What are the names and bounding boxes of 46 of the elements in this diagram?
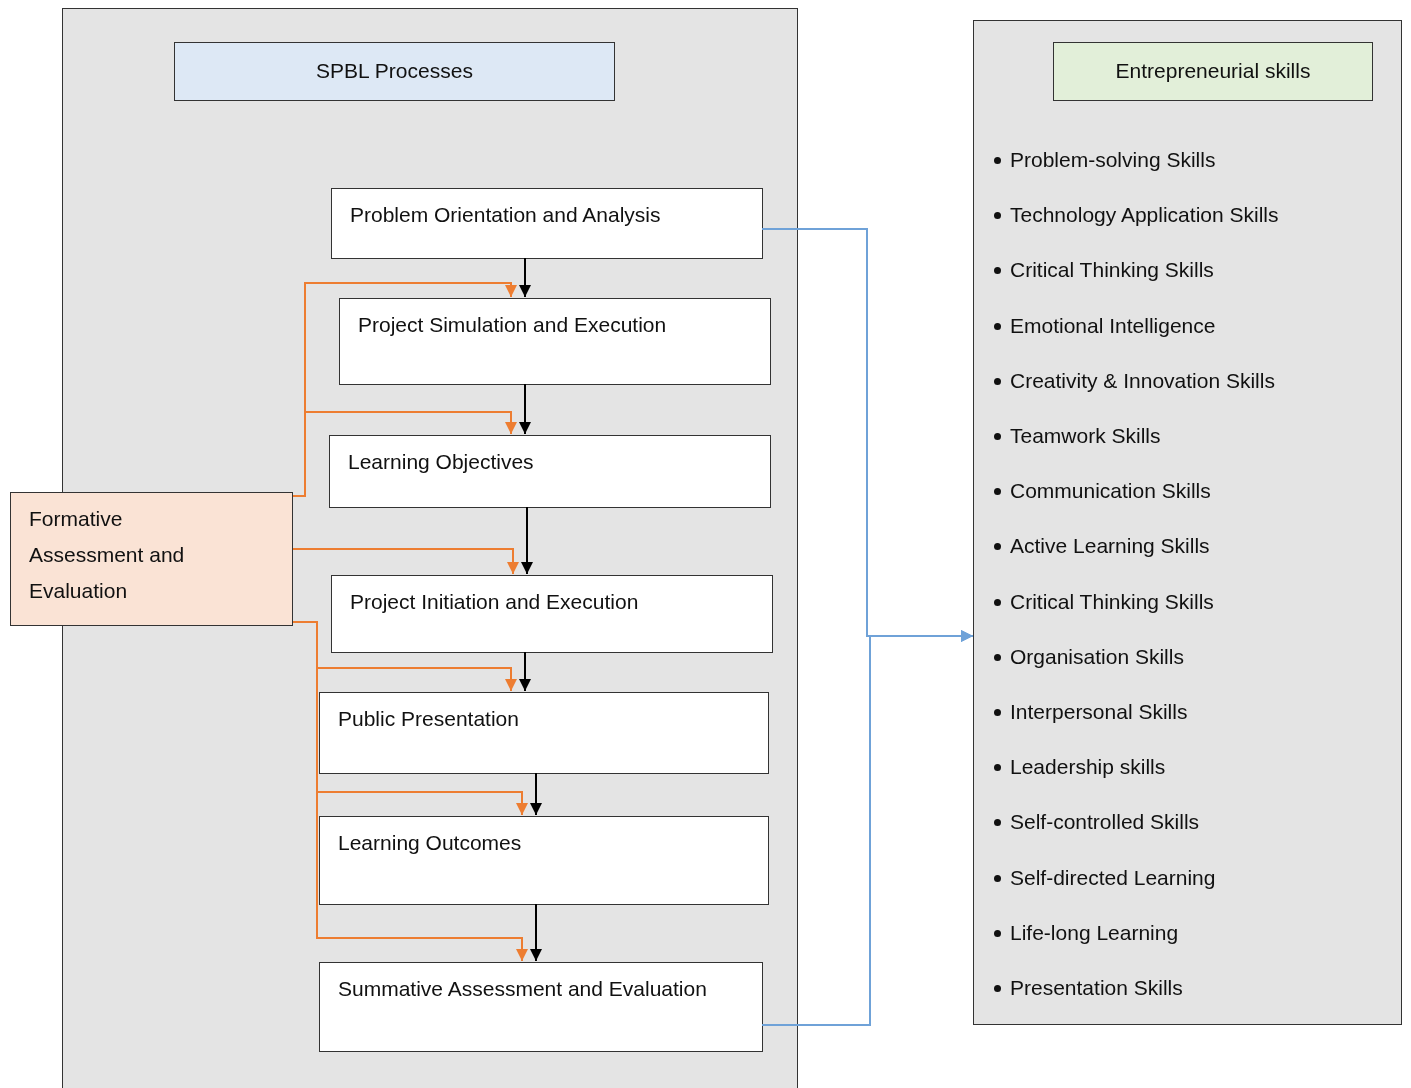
skill-item: Presentation Skills xyxy=(1010,975,1183,1001)
box-label: Learning Outcomes xyxy=(338,830,523,856)
heading-box xyxy=(174,42,615,101)
process-box xyxy=(339,298,771,385)
skill-item: Organisation Skills xyxy=(1010,643,1184,670)
skill-item: Self-controlled Skills xyxy=(1010,809,1200,836)
skill-item: Teamwork Skills xyxy=(1010,423,1161,449)
skill-item: Critical Thinking Skills xyxy=(1010,257,1214,284)
skill-item: Technology Application Skills xyxy=(1010,202,1279,229)
skill-item: Self-directed Learning xyxy=(1010,864,1216,891)
skill-item: Active Learning Skills xyxy=(1010,533,1210,560)
box-label: Project Initiation and Execution xyxy=(350,589,640,615)
arrow xyxy=(519,651,531,692)
process-box xyxy=(319,962,763,1052)
arrow xyxy=(519,257,531,298)
skills-panel xyxy=(973,20,1402,1025)
skill-item: Interpersonal Skills xyxy=(1010,699,1188,725)
assessment-box xyxy=(10,492,293,626)
skill-item: Emotional Intelligence xyxy=(1010,312,1216,339)
arrow xyxy=(292,548,519,575)
box-label: Summative Assessment and Evaluation xyxy=(338,976,708,1002)
box-label: Problem Orientation and Analysis xyxy=(350,202,662,228)
box-label: Project Simulation and Execution xyxy=(358,312,668,338)
skill-item: Leadership skills xyxy=(1010,754,1166,781)
arrow xyxy=(530,903,542,962)
skill-item: Problem-solving Skills xyxy=(1010,147,1216,173)
heading-box xyxy=(1053,42,1373,101)
box-label: Formative Assessment and Evaluation xyxy=(29,506,186,604)
arrow xyxy=(292,411,517,497)
box-label: Public Presentation xyxy=(338,706,520,732)
process-box xyxy=(331,575,773,653)
process-box xyxy=(319,692,769,774)
process-box xyxy=(331,188,763,259)
arrow xyxy=(761,630,974,1026)
skill-item: Critical Thinking Skills xyxy=(1010,588,1214,615)
process-box xyxy=(319,816,769,905)
box-label: Learning Objectives xyxy=(348,449,535,475)
heading-text: SPBL Processes xyxy=(315,58,474,84)
skill-item: Communication Skills xyxy=(1010,478,1211,505)
process-box xyxy=(329,435,771,508)
skill-item: Life-long Learning xyxy=(1010,919,1179,946)
skill-item: Creativity & Innovation Skills xyxy=(1010,367,1275,394)
heading-text: Entrepreneurial skills xyxy=(1114,58,1312,84)
arrow xyxy=(521,506,533,575)
arrow xyxy=(530,772,542,816)
arrow xyxy=(519,383,531,435)
